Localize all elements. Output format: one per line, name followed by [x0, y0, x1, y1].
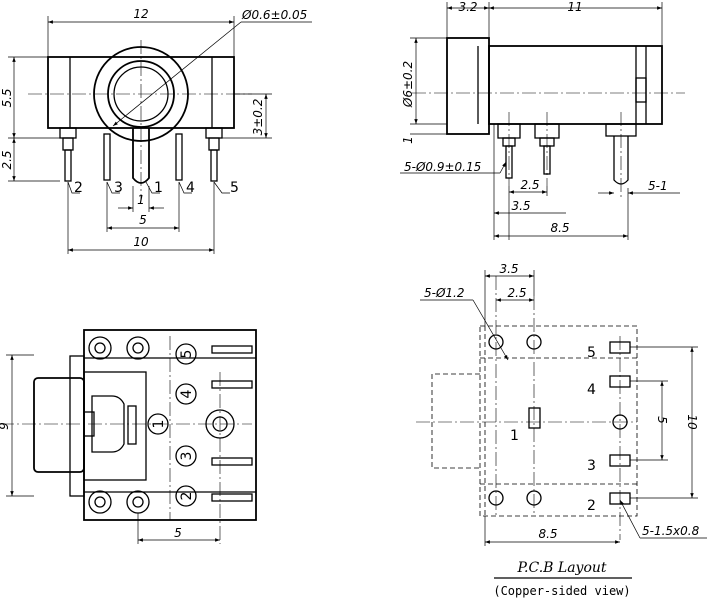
pcb-dim-3-5: 3.5 [499, 262, 518, 276]
bottom-pin-label-4: 4 [179, 389, 195, 398]
front-view: 2 3 1 4 5 12 Ø0.6±0.05 5.5 2.5 3±0.2 1 [0, 7, 312, 254]
dim-pin-length-2-5: 2.5 [0, 150, 14, 169]
dim-side-3-5: 3.5 [511, 199, 530, 213]
dim-bottom-5: 5 [174, 526, 182, 540]
side-view: 3.2 11 Ø6±0.2 1 5-Ø0.9±0.15 2.5 3.5 8.5 … [400, 0, 685, 240]
bottom-plug-housing [33, 377, 85, 473]
dim-width-12: 12 [133, 7, 148, 21]
pcb-hole [612, 414, 628, 430]
dim-pin-holes: 5-Ø0.9±0.15 [404, 160, 481, 174]
pcb-pad-label-1: 1 [510, 428, 519, 444]
bottom-pin-label-5: 5 [179, 350, 195, 359]
front-pin-label-5: 5 [230, 180, 239, 196]
dim-side-2-5: 2.5 [520, 178, 539, 192]
pcb-dim-holes: 5-Ø1.2 [424, 286, 465, 300]
pcb-pad-5 [609, 341, 631, 354]
pcb-pad-label-3: 3 [587, 458, 596, 474]
pcb-hole [488, 334, 504, 350]
dim-total-10: 10 [133, 235, 149, 249]
side-flange [446, 37, 490, 135]
front-pin-label-2: 2 [74, 180, 83, 196]
pcb-dim-2-5: 2.5 [507, 286, 526, 300]
bottom-pin-label-3: 3 [179, 452, 195, 461]
pcb-layout: 5 4 1 3 2 3.5 2.5 5-Ø1.2 5 10 8.5 5-1.5 [416, 262, 707, 598]
front-pin-label-3: 3 [114, 180, 123, 196]
pcb-hole [526, 334, 542, 350]
dim-hole-dia: Ø0.6±0.05 [241, 8, 307, 22]
bottom-pin-label-1: 1 [151, 420, 167, 429]
dim-pin-offset: 3±0.2 [251, 99, 265, 136]
dim-pin-width: 5-1 [648, 179, 668, 193]
dim-body-11: 11 [567, 0, 582, 14]
pcb-pad-label-5: 5 [587, 345, 596, 361]
pcb-subtitle: (Copper-sided view) [493, 584, 630, 598]
dim-diameter-6: Ø6±0.2 [401, 61, 415, 108]
pcb-dim-10: 10 [685, 414, 699, 430]
pcb-dim-pads: 5-1.5x0.8 [642, 524, 700, 538]
pcb-pad-1 [528, 407, 541, 429]
pcb-hole [488, 490, 504, 506]
pcb-pad-3 [609, 454, 631, 467]
pcb-pad-label-2: 2 [587, 498, 596, 514]
pcb-title: P.C.B Layout [516, 560, 606, 576]
bottom-view: 5 4 1 3 2 9 5 [0, 329, 257, 544]
dim-height-5-5: 5.5 [0, 88, 14, 107]
bottom-pin-label-2: 2 [179, 492, 195, 501]
front-pin-label-1: 1 [154, 180, 163, 196]
dim-pitch-1: 1 [137, 193, 145, 207]
front-pin-label-4: 4 [186, 180, 195, 196]
pcb-dim-8-5: 8.5 [538, 527, 557, 541]
side-body [488, 45, 663, 125]
dim-bottom-9: 9 [0, 422, 11, 430]
side-pins [497, 123, 637, 185]
dim-flange-height-1: 1 [401, 136, 415, 144]
pcb-pad-4 [609, 375, 631, 388]
dim-pitch-5: 5 [139, 213, 147, 227]
front-pins [59, 127, 223, 184]
dim-side-8-5: 8.5 [550, 221, 569, 235]
pcb-pad-label-4: 4 [587, 382, 596, 398]
dim-flange-3-2: 3.2 [458, 0, 477, 14]
pcb-hole [526, 490, 542, 506]
pcb-dim-5: 5 [655, 416, 669, 424]
